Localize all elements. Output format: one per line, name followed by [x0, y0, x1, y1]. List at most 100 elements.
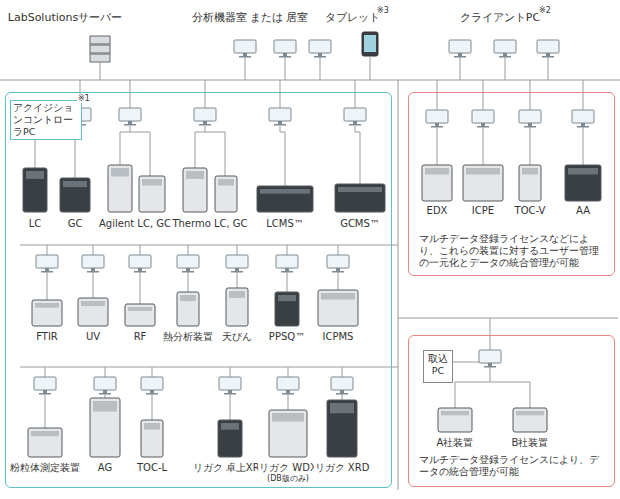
- instrument-body: [335, 184, 385, 212]
- pc-monitor: [344, 108, 366, 121]
- instrument-body: [60, 178, 90, 212]
- network-wire: [338, 272, 339, 290]
- device-label: LCMS™: [265, 218, 305, 230]
- instrument-body: [125, 304, 155, 326]
- pc-monitor: [519, 110, 541, 123]
- network-wire: [355, 80, 356, 108]
- network-wire: [230, 367, 231, 377]
- instrument-panel: [63, 181, 87, 187]
- network-wire: [20, 245, 398, 246]
- pc-stand: [43, 390, 47, 393]
- pc-stand: [199, 124, 211, 126]
- network-wire: [152, 367, 153, 377]
- network-wire: [342, 394, 343, 400]
- pc-stand: [138, 268, 142, 271]
- instrument-body: [463, 165, 503, 201]
- network-wire: [398, 80, 399, 490]
- pc-stand: [349, 124, 361, 126]
- instrument-panel: [144, 423, 160, 430]
- network-wire: [195, 132, 196, 168]
- pc-stand: [45, 268, 49, 271]
- pc-stand: [235, 268, 239, 271]
- instrument-panel: [93, 401, 117, 412]
- instrument-body: [565, 165, 601, 201]
- network-wire: [93, 272, 94, 298]
- server-unit: [90, 45, 110, 53]
- instrument-body: [215, 176, 237, 212]
- network-wire: [288, 394, 289, 410]
- pc-monitor: [327, 255, 349, 268]
- instrument-panel: [218, 179, 234, 185]
- pc-stand: [283, 53, 287, 56]
- network-wire: [105, 394, 106, 398]
- instrument-panel: [128, 307, 152, 311]
- network-wire: [583, 127, 584, 165]
- note-text: マルチデータ登録ライセンスなどにより、これらの装置に対するユーザー管理の一元化と…: [419, 233, 606, 269]
- pc-monitor: [494, 40, 516, 53]
- network-wire: [530, 127, 531, 165]
- instrument-panel: [221, 423, 239, 430]
- device-label: 天びん: [221, 331, 253, 343]
- instrument-body: [318, 290, 358, 326]
- network-wire: [205, 80, 206, 108]
- note-text: マルチデータ登録ライセンスにより、データの統合管理が可能: [419, 454, 606, 478]
- instrument-body: [32, 300, 62, 326]
- capture-pc-box: 取込PC: [423, 350, 453, 383]
- pc-stand: [546, 53, 550, 56]
- instrument-panel: [516, 411, 544, 415]
- network-wire: [280, 126, 281, 132]
- device-label: AG: [97, 462, 113, 474]
- network-wire: [188, 245, 189, 255]
- network-wire: [205, 126, 206, 132]
- pc-stand: [128, 121, 132, 124]
- instrument-body: [519, 165, 541, 201]
- pc-monitor: [276, 255, 298, 268]
- device-label: PPSQ™: [268, 331, 306, 343]
- instrument-panel: [31, 431, 59, 436]
- pc-monitor: [119, 108, 141, 121]
- device-label: 分析機器室 または 居室: [191, 12, 310, 25]
- pc-stand: [318, 53, 322, 56]
- device-label: TOC-L: [136, 462, 168, 474]
- device-label: LC: [28, 218, 43, 230]
- network-wire: [437, 80, 438, 110]
- network-wire: [355, 126, 356, 132]
- network-wire: [370, 56, 371, 80]
- device-label: クライアントPC: [459, 12, 541, 25]
- network-wire: [245, 57, 246, 80]
- pc-stand: [435, 123, 439, 126]
- network-wire: [490, 318, 491, 350]
- network-wire: [460, 57, 461, 80]
- pc-monitor: [472, 110, 494, 123]
- network-wire: [140, 272, 141, 304]
- instrument-body: [218, 420, 242, 457]
- device-label: ICPE: [471, 205, 495, 217]
- pc-monitor: [129, 255, 151, 268]
- instrument-body: [108, 165, 132, 212]
- pc-monitor: [36, 255, 58, 268]
- network-wire: [237, 272, 238, 288]
- network-wire: [130, 126, 131, 132]
- pc-monitor: [479, 350, 501, 363]
- network-wire: [152, 394, 153, 420]
- device-label: リガク 卓上XRD: [192, 462, 269, 474]
- instrument-panel: [568, 168, 598, 174]
- pc-stand: [203, 121, 207, 124]
- network-wire: [47, 245, 48, 255]
- instrument-body: [139, 176, 165, 212]
- network-wire: [47, 272, 48, 300]
- device-label: タブレット: [324, 12, 381, 25]
- pc-monitor: [269, 108, 291, 121]
- network-wire: [225, 132, 226, 176]
- pc-stand: [481, 123, 485, 126]
- pc-stand: [278, 121, 282, 124]
- network-wire: [20, 367, 398, 368]
- instrument-panel: [338, 187, 382, 192]
- instrument-body: [78, 298, 108, 326]
- network-wire: [490, 367, 491, 382]
- network-wire: [285, 132, 286, 186]
- device-label: GCMS™: [339, 218, 381, 230]
- instrument-panel: [441, 411, 469, 415]
- pc-stand: [274, 124, 286, 126]
- pc-monitor: [194, 108, 216, 121]
